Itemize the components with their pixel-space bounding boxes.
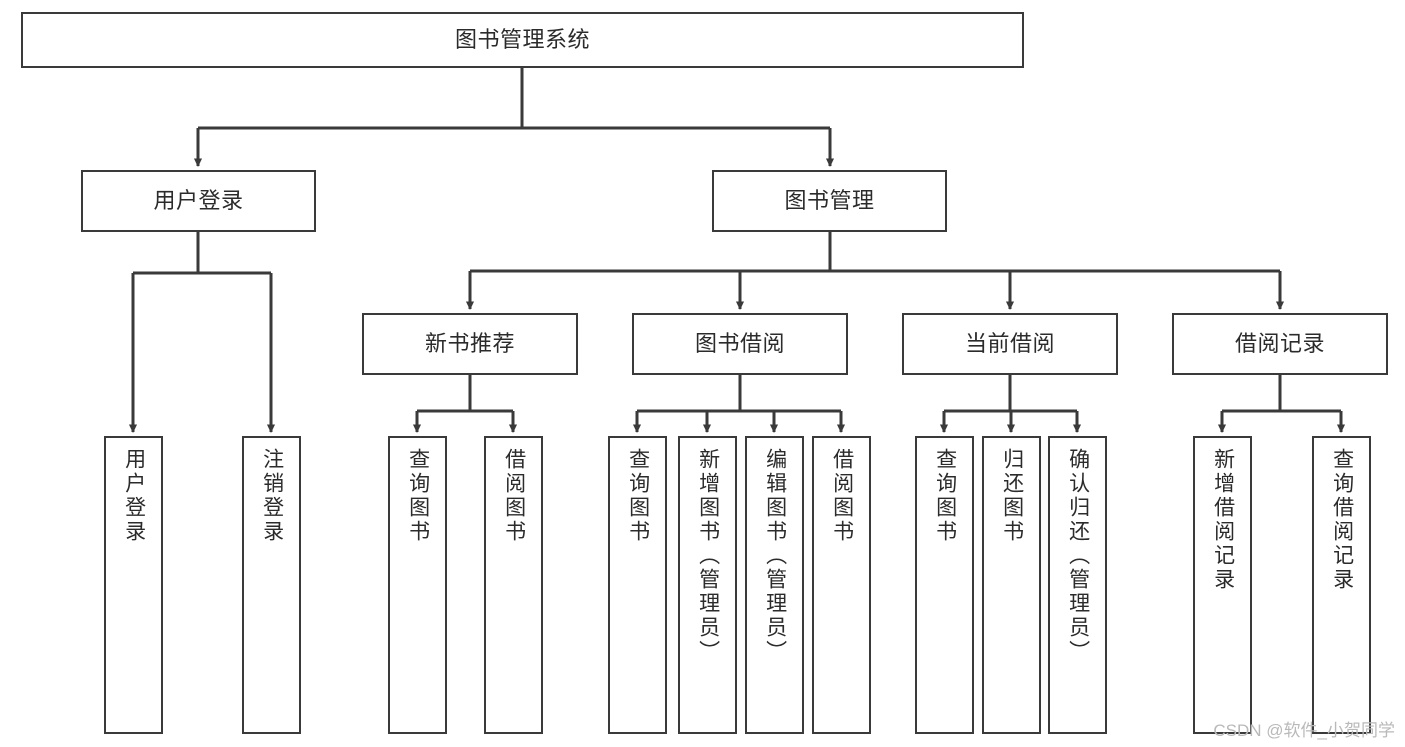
node-new-book-recommend[interactable]: 新书推荐 [362,313,578,375]
node-book-management[interactable]: 图书管理 [712,170,947,232]
node-leaf-add-borrow-record[interactable]: 新增借阅记录 [1193,436,1252,734]
node-root[interactable]: 图书管理系统 [21,12,1024,68]
node-leaf-user-login[interactable]: 用户登录 [104,436,163,734]
node-user-login[interactable]: 用户登录 [81,170,316,232]
node-leaf-edit-book-admin[interactable]: 编辑图书（管理员） [745,436,804,734]
node-leaf-logout-label: 注销登录 [260,448,284,544]
node-leaf-query-book-recommend-label: 查询图书 [406,448,430,544]
node-leaf-return-book[interactable]: 归还图书 [982,436,1041,734]
node-new-book-recommend-label: 新书推荐 [424,331,515,357]
node-leaf-borrow-book-recommend[interactable]: 借阅图书 [484,436,543,734]
node-current-borrow[interactable]: 当前借阅 [902,313,1118,375]
node-leaf-return-book-label: 归还图书 [1000,448,1024,544]
node-leaf-borrow-book-label: 借阅图书 [830,448,854,544]
node-leaf-query-book[interactable]: 查询图书 [608,436,667,734]
node-book-management-label: 图书管理 [784,188,875,214]
node-leaf-confirm-return-admin[interactable]: 确认归还（管理员） [1048,436,1107,734]
node-book-borrow-label: 图书借阅 [694,331,785,357]
watermark-text: CSDN @软件_小贺同学 [1213,721,1395,740]
node-leaf-query-borrow-record[interactable]: 查询借阅记录 [1312,436,1371,734]
node-leaf-edit-book-admin-label: 编辑图书（管理员） [763,448,787,664]
node-root-label: 图书管理系统 [454,27,590,53]
node-leaf-user-login-label: 用户登录 [122,448,146,544]
node-leaf-query-book-recommend[interactable]: 查询图书 [388,436,447,734]
node-leaf-query-book-current[interactable]: 查询图书 [915,436,974,734]
node-leaf-query-book-current-label: 查询图书 [933,448,957,544]
node-current-borrow-label: 当前借阅 [964,331,1055,357]
node-leaf-query-book-label: 查询图书 [626,448,650,544]
node-leaf-add-book-admin[interactable]: 新增图书（管理员） [678,436,737,734]
node-leaf-borrow-book[interactable]: 借阅图书 [812,436,871,734]
node-borrow-record-label: 借阅记录 [1234,331,1325,357]
node-leaf-query-borrow-record-label: 查询借阅记录 [1330,448,1354,592]
node-leaf-add-book-admin-label: 新增图书（管理员） [696,448,720,664]
node-leaf-logout[interactable]: 注销登录 [242,436,301,734]
node-leaf-borrow-book-recommend-label: 借阅图书 [502,448,526,544]
node-user-login-label: 用户登录 [153,188,244,214]
node-leaf-confirm-return-admin-label: 确认归还（管理员） [1066,448,1090,664]
node-leaf-add-borrow-record-label: 新增借阅记录 [1211,448,1235,592]
node-borrow-record[interactable]: 借阅记录 [1172,313,1388,375]
node-book-borrow[interactable]: 图书借阅 [632,313,848,375]
